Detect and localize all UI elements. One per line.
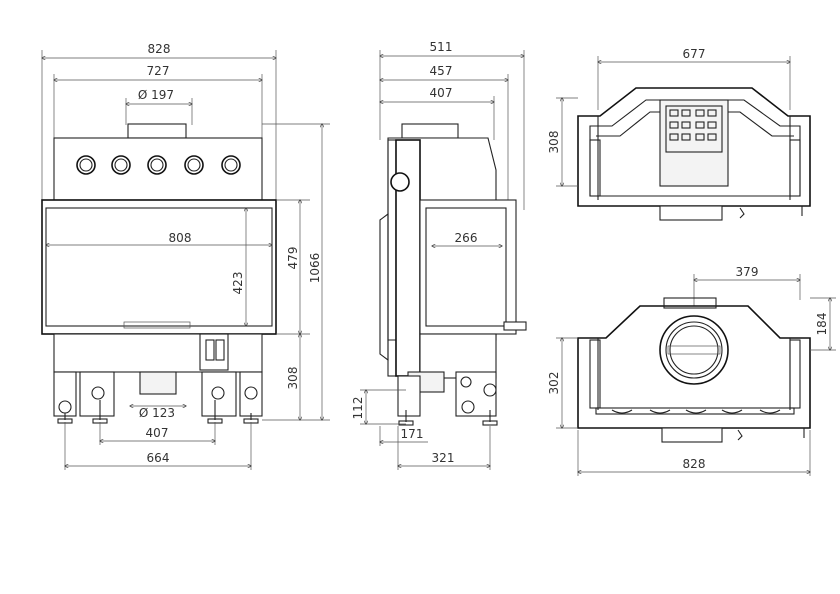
dim-glass-height: 423 — [231, 272, 245, 295]
lower-body — [53, 333, 263, 373]
bottom-view: 379 184 302 828 — [547, 265, 836, 476]
dim-leg-spacing-outer: 664 — [147, 451, 170, 465]
dim-flue-offset: 379 — [736, 265, 759, 279]
bottom-front-lip — [661, 427, 723, 443]
dim-top-depth: 308 — [547, 131, 561, 154]
air-holes — [76, 155, 241, 175]
dim-bottom-width: 828 — [683, 457, 706, 471]
side-flue-collar — [401, 123, 459, 139]
dim-width-overall: 828 — [148, 42, 171, 56]
dim-depth-flue: 407 — [430, 86, 453, 100]
glass — [45, 207, 273, 327]
side-view: 511 457 407 266 112 171 — [351, 40, 527, 470]
dim-depth-overall: 511 — [430, 40, 453, 54]
dim-flue-diameter: Ø 197 — [138, 88, 174, 102]
dim-foot-offset: 171 — [401, 427, 424, 441]
legs — [53, 371, 263, 424]
bottom-air-slots — [611, 409, 781, 414]
bottom-flue-tab — [663, 297, 717, 309]
dim-door-height: 479 — [286, 247, 300, 270]
side-air-knob — [390, 172, 410, 192]
dim-depth-mid: 457 — [430, 64, 453, 78]
top-casing — [53, 137, 263, 201]
dim-glass-width: 808 — [169, 231, 192, 245]
dim-leg-spacing-inner: 407 — [146, 426, 169, 440]
dim-top-width: 677 — [683, 47, 706, 61]
dim-bottom-depth: 302 — [547, 372, 561, 395]
flue-collar — [127, 123, 187, 139]
dim-base-depth: 321 — [432, 451, 455, 465]
dim-width-top: 727 — [147, 64, 170, 78]
top-flue-grate — [659, 99, 729, 187]
dim-leg-height: 308 — [286, 367, 300, 390]
dim-glass-depth: 266 — [455, 231, 478, 245]
dim-total-height: 1066 — [308, 253, 322, 284]
dim-foot-height: 112 — [351, 397, 365, 420]
door-frame — [41, 199, 277, 335]
dim-air-inlet-diameter: Ø 123 — [139, 406, 175, 420]
front-view: 828 727 Ø 197 808 423 — [41, 42, 330, 470]
side-door — [419, 199, 517, 335]
top-view: 677 308 — [547, 47, 811, 221]
top-front-lip — [659, 205, 723, 221]
dim-flue-depth: 184 — [815, 313, 829, 336]
air-inlet — [139, 371, 177, 395]
